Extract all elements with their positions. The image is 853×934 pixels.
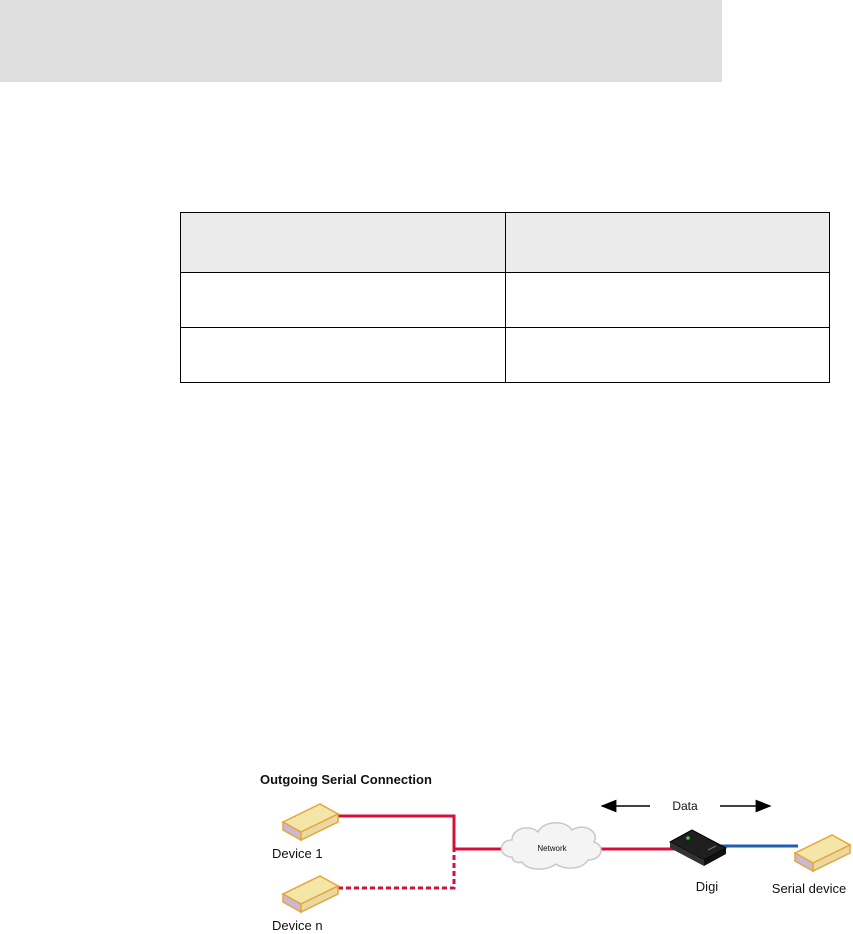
data-label: Data [672,799,698,813]
table-cell [505,327,830,383]
serial-device-icon [793,834,852,873]
network-label: Network [537,844,567,853]
network-links [338,814,675,890]
table-header-cell [505,212,830,273]
info-table [180,212,830,383]
device-1-icon [281,803,340,842]
digi-router-icon [668,829,728,866]
header-band [0,0,722,82]
table-header-cell [180,212,506,273]
table-cell [180,327,506,383]
digi-label: Digi [696,879,719,894]
cloud-icon [500,822,602,870]
outgoing-serial-diagram: Outgoing Serial Connection Data Device 1… [260,772,852,933]
figure-title: Outgoing Serial Connection [260,772,432,787]
device-n-icon [281,875,340,914]
table-row [180,327,830,383]
table-header-row [180,212,830,273]
table-cell [505,272,830,328]
serial-device-label: Serial device [772,881,846,896]
device-1-label: Device 1 [272,846,323,861]
table-row [180,272,830,328]
table-cell [180,272,506,328]
device-n-label: Device n [272,918,323,933]
